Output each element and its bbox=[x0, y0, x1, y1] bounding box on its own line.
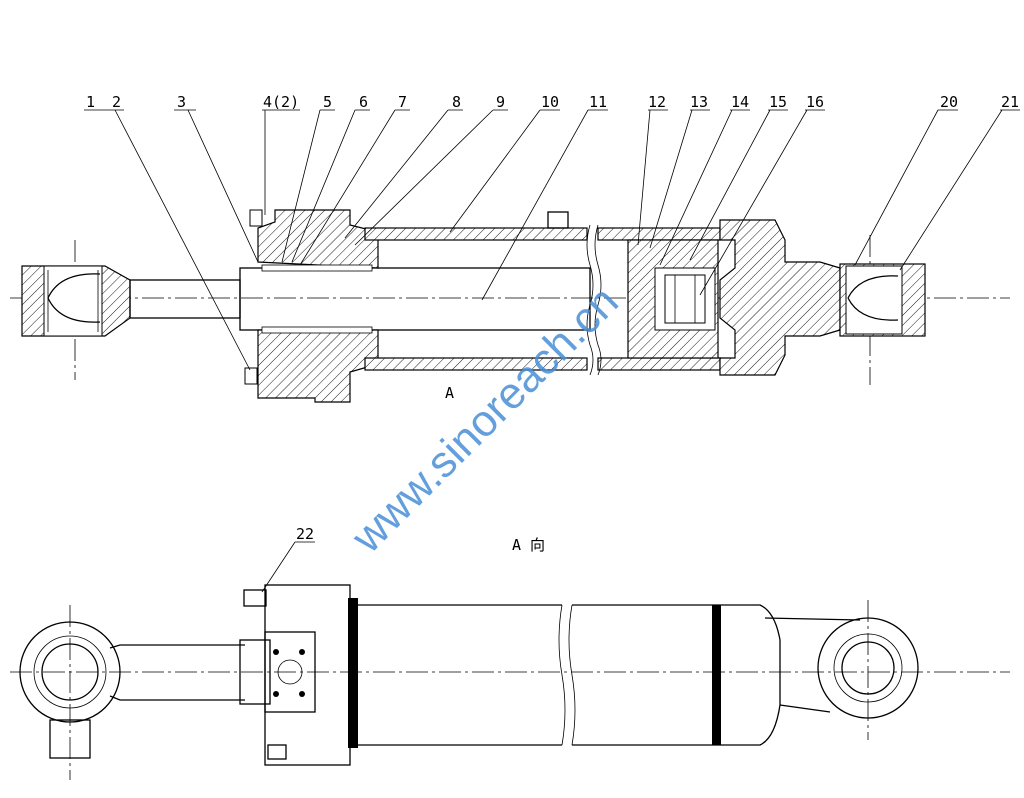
section-view: A bbox=[10, 209, 1010, 403]
view-a-title: A 向 bbox=[512, 536, 545, 554]
watermark: www.sinoreach.cn bbox=[342, 277, 628, 563]
label-part-7: 7 bbox=[398, 93, 407, 111]
label-part-6: 6 bbox=[359, 93, 368, 111]
label-part-5: 5 bbox=[323, 93, 332, 111]
label-part-2: 2 bbox=[112, 93, 121, 111]
label-part-1: 1 bbox=[86, 93, 95, 111]
label-part-14: 14 bbox=[731, 93, 749, 111]
label-part-8: 8 bbox=[452, 93, 461, 111]
label-part-10: 10 bbox=[541, 93, 559, 111]
section-marker-a: A bbox=[445, 384, 454, 402]
label-part-12: 12 bbox=[648, 93, 666, 111]
left-rod-eye bbox=[21, 265, 131, 337]
label-part-15: 15 bbox=[769, 93, 787, 111]
label-part-4: 4(2) bbox=[263, 93, 299, 111]
label-part-11: 11 bbox=[589, 93, 607, 111]
label-part-3: 3 bbox=[177, 93, 186, 111]
label-part-20: 20 bbox=[940, 93, 958, 111]
external-view-a bbox=[10, 584, 1010, 780]
part-callouts: 1 2 3 4(2) 5 6 7 8 9 10 11 12 13 14 15 1… bbox=[84, 93, 1020, 593]
label-part-21: 21 bbox=[1001, 93, 1019, 111]
piston bbox=[627, 239, 719, 359]
label-part-13: 13 bbox=[690, 93, 708, 111]
label-part-16: 16 bbox=[806, 93, 824, 111]
label-part-9: 9 bbox=[496, 93, 505, 111]
label-part-22: 22 bbox=[296, 525, 314, 543]
piston-rod bbox=[239, 267, 591, 331]
rod-end bbox=[129, 279, 241, 319]
cylinder-head bbox=[244, 209, 379, 403]
end-cap bbox=[719, 219, 926, 376]
